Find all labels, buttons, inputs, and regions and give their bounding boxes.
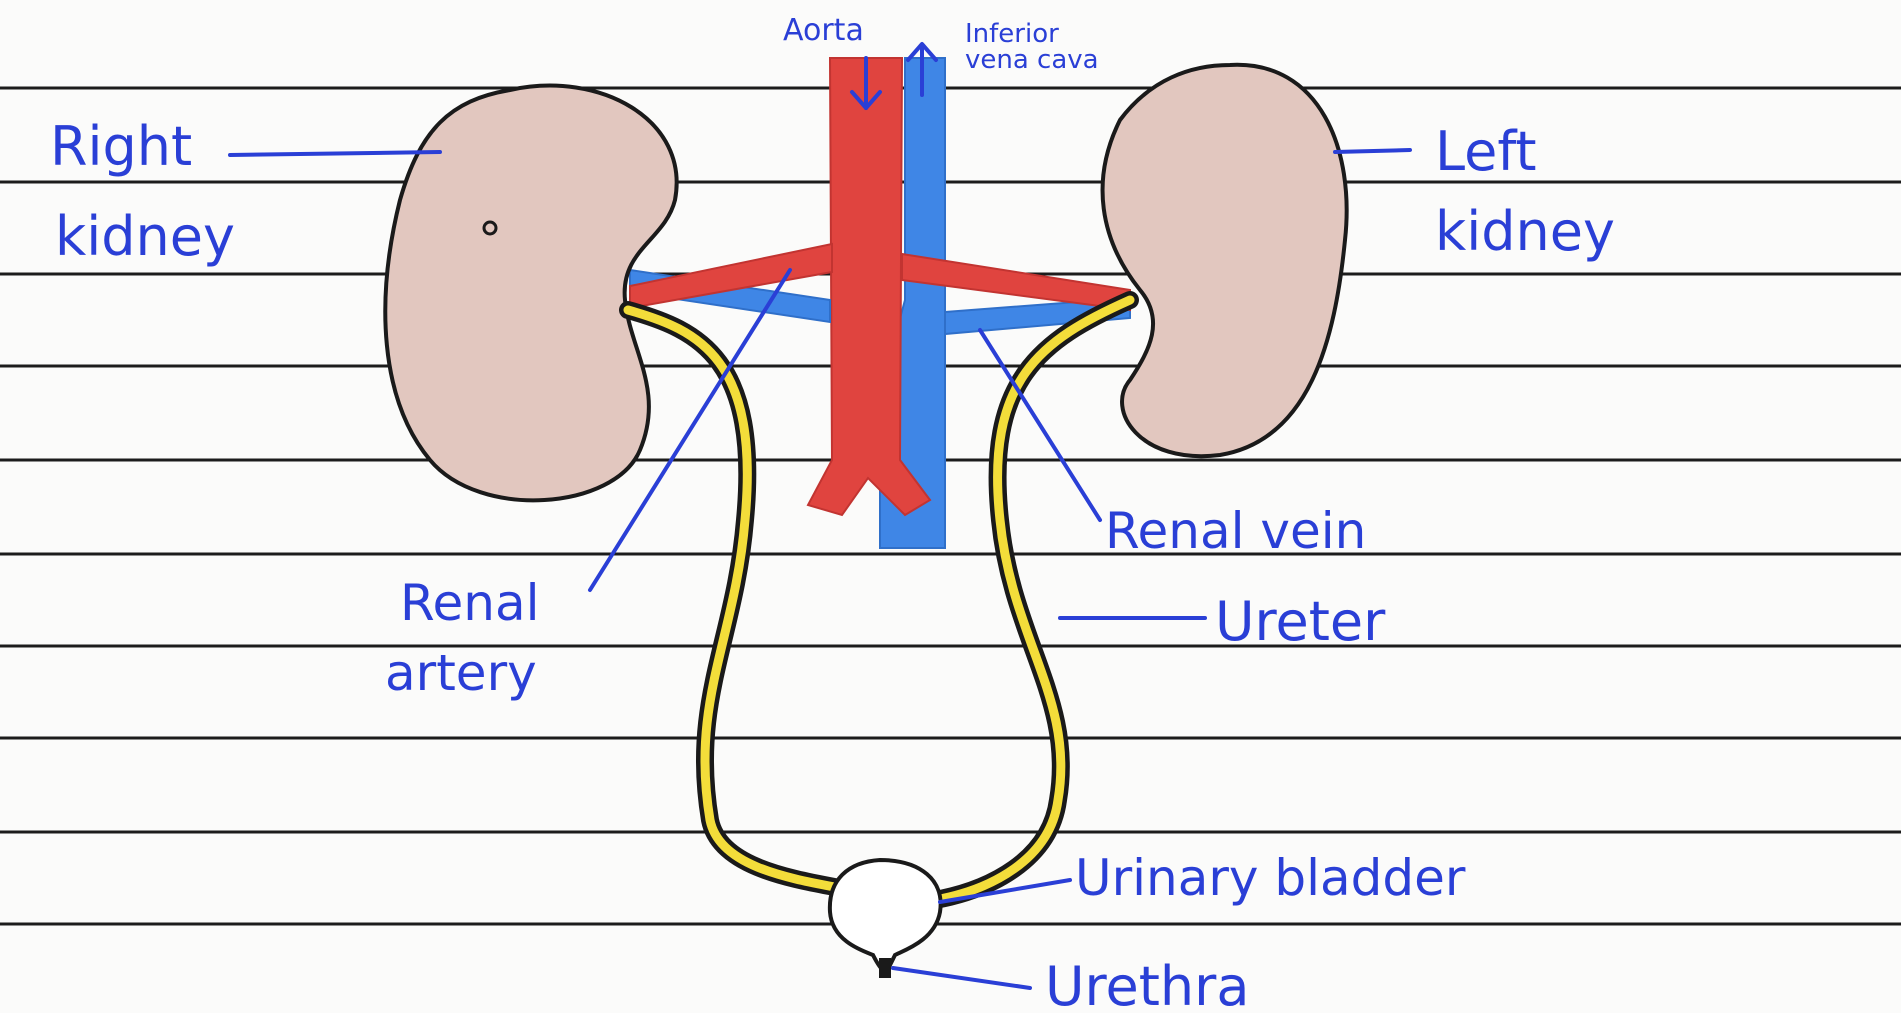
label-ivc-line2: vena cava — [965, 45, 1099, 75]
label-ureter: Ureter — [1215, 590, 1386, 653]
label-right-kidney-line2: kidney — [55, 205, 235, 268]
label-renal-artery-line2: artery — [385, 644, 537, 702]
urethra-shape — [879, 958, 891, 978]
label-left-kidney-line1: Left — [1435, 120, 1537, 183]
label-renal-vein: Renal vein — [1105, 502, 1366, 560]
ruled-lines — [0, 88, 1901, 924]
left-kidney-shape — [1103, 65, 1347, 456]
label-renal-artery-line1: Renal — [400, 574, 539, 632]
label-left-kidney-line2: kidney — [1435, 200, 1615, 263]
label-urethra: Urethra — [1045, 955, 1249, 1013]
urinary-bladder-shape — [830, 860, 941, 972]
label-right-kidney-line1: Right — [50, 115, 192, 178]
label-aorta: Aorta — [783, 13, 864, 48]
label-urinary-bladder: Urinary bladder — [1075, 849, 1466, 907]
